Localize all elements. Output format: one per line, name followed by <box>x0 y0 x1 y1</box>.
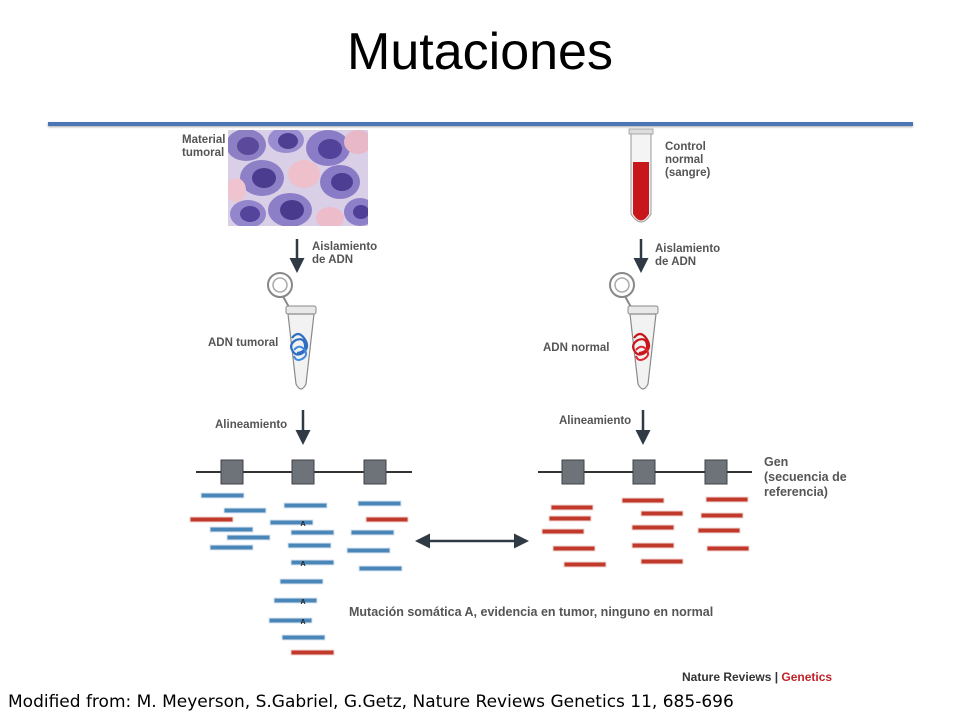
read-mutant <box>268 617 313 624</box>
blood-tube <box>628 128 654 223</box>
tumor-dna-tube <box>267 272 317 390</box>
read <box>226 534 271 541</box>
dna-isolation-left-label: Aislamiento de ADN <box>312 241 378 266</box>
reference-gene-label: Gen (secuencia de referencia) <box>764 455 847 499</box>
read <box>200 492 245 499</box>
read <box>287 542 332 549</box>
reference-gene-right <box>538 459 752 485</box>
alignment-left-label: Alineamiento <box>215 419 288 431</box>
read <box>209 544 254 551</box>
read <box>563 561 607 568</box>
read <box>621 497 665 504</box>
read <box>350 529 395 536</box>
read <box>281 634 326 641</box>
tumor-tissue-image <box>228 130 368 226</box>
read <box>550 504 594 511</box>
publisher-logo: Nature Reviews | Genetics <box>682 670 833 684</box>
read <box>358 565 403 572</box>
mutant-base-label: A <box>300 521 305 528</box>
read <box>541 528 585 535</box>
read <box>706 545 750 552</box>
read <box>279 578 324 585</box>
read <box>209 526 254 533</box>
read <box>223 507 267 514</box>
read-mutant <box>269 519 314 526</box>
normal-dna-tube <box>609 272 659 390</box>
mutant-base-label: A <box>300 619 305 626</box>
read-reference <box>365 516 409 523</box>
read-mutant <box>290 559 335 566</box>
read <box>697 527 741 534</box>
mutant-base-label: A <box>300 561 305 568</box>
normal-dna-label: ADN normal <box>543 342 610 354</box>
read <box>700 512 744 519</box>
source-credit: Modified from: M. Meyerson, S.Gabriel, G… <box>8 692 734 712</box>
mutation-note: Mutación somática A, evidencia en tumor,… <box>349 605 714 619</box>
alignment-right-label: Alineamiento <box>559 415 632 427</box>
read <box>640 510 684 517</box>
read <box>548 515 592 522</box>
read <box>290 529 335 536</box>
normal-reads <box>541 496 750 568</box>
read <box>631 542 675 549</box>
slide-title: Mutaciones <box>347 23 613 81</box>
normal-control-label: Control normal (sangre) <box>665 141 711 179</box>
tumor-reads <box>189 492 409 656</box>
read <box>552 545 596 552</box>
tumor-dna-label: ADN tumoral <box>208 337 279 349</box>
read <box>346 547 391 554</box>
read-mutant <box>273 597 318 604</box>
mutant-base-label: A <box>300 599 305 606</box>
read <box>283 502 328 509</box>
read <box>640 558 684 565</box>
dna-isolation-right-label: Aislamiento de ADN <box>655 243 721 268</box>
read <box>631 524 675 531</box>
title-divider <box>48 122 913 126</box>
read <box>705 496 749 503</box>
reference-gene-left <box>196 459 412 485</box>
read-reference <box>290 649 335 656</box>
tumor-material-label: Material tumoral <box>182 134 226 159</box>
read-reference <box>189 516 234 523</box>
read <box>357 500 402 507</box>
